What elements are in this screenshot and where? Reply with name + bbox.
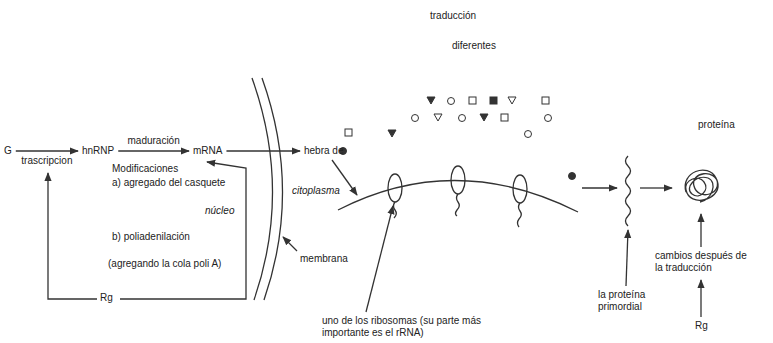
annotation-label: Rg	[695, 320, 708, 332]
amino-acid	[525, 131, 532, 138]
annotation-label: diferentes	[452, 40, 496, 52]
amino-acid	[508, 97, 516, 104]
annotation-label: membrana	[300, 253, 348, 265]
node-text: G	[4, 145, 12, 157]
annotation-label: (agregando la cola poli A)	[108, 258, 221, 270]
peptide-chain	[456, 194, 460, 216]
annotation-label: citoplasma	[292, 185, 340, 197]
node-text: proteína	[698, 119, 735, 131]
amino-acid	[448, 98, 455, 105]
flow-arrow	[16, 150, 78, 151]
term-node: hebra de	[302, 144, 345, 158]
peptide-chain	[518, 203, 522, 227]
annotation-label: a) agregado del casquete	[112, 177, 225, 189]
node-text: hnRNP	[82, 145, 114, 157]
amino-acid	[427, 97, 435, 104]
ribosome	[513, 175, 527, 203]
amino-acid	[345, 129, 352, 136]
flow-arrow	[226, 150, 300, 151]
annotation-label: Modificaciones	[112, 163, 178, 175]
annotation-label: b) poliadenilación	[112, 231, 190, 243]
amino-acid-symbols	[340, 97, 576, 180]
amino-acid	[388, 130, 396, 137]
annotation-label: cambios después de la traducción	[655, 250, 755, 274]
leader-arrow	[283, 237, 297, 251]
node-text: mRNA	[193, 145, 222, 157]
membrane-line	[252, 78, 273, 300]
amino-acid	[412, 115, 419, 122]
edge-label: maduración	[126, 135, 180, 147]
annotation-label: la proteína primordial	[598, 289, 668, 313]
leader-arrow	[626, 230, 628, 286]
ribosome	[388, 174, 402, 202]
regulation-line	[48, 173, 97, 299]
annotation-label: núcleo	[205, 205, 234, 217]
leader-arrow	[366, 206, 393, 312]
amino-acid	[501, 114, 508, 121]
amino-acid	[459, 115, 466, 122]
folded-protein	[685, 170, 718, 202]
term-node: proteína	[696, 118, 737, 132]
edge-label: trascripcion	[20, 155, 73, 167]
peptide-chain	[394, 202, 397, 218]
leader-arrow	[700, 214, 701, 247]
process-arrow	[640, 187, 672, 188]
process-arrow	[582, 187, 617, 188]
amino-acid	[490, 97, 497, 104]
node-text: hebra de	[304, 145, 343, 157]
term-node: G	[2, 144, 14, 158]
primordial-protein	[626, 156, 631, 226]
ribosome	[451, 166, 465, 194]
regulation-arrow	[700, 280, 701, 317]
amino-acid	[542, 97, 549, 104]
mrna-strand	[338, 180, 578, 212]
amino-acid	[545, 115, 552, 122]
annotation-label: uno de los ribosomas (su parte más impor…	[322, 315, 482, 339]
annotation-label: Rg	[100, 292, 113, 304]
amino-acid	[469, 97, 476, 104]
term-node: hnRNP	[80, 144, 116, 158]
flow-arrow	[118, 150, 189, 151]
amino-acid	[480, 114, 488, 121]
annotation-label: traducción	[430, 10, 476, 22]
amino-acid	[434, 114, 442, 121]
amino-acid	[569, 173, 576, 180]
membrane-line	[262, 78, 283, 300]
term-node: mRNA	[191, 144, 224, 158]
